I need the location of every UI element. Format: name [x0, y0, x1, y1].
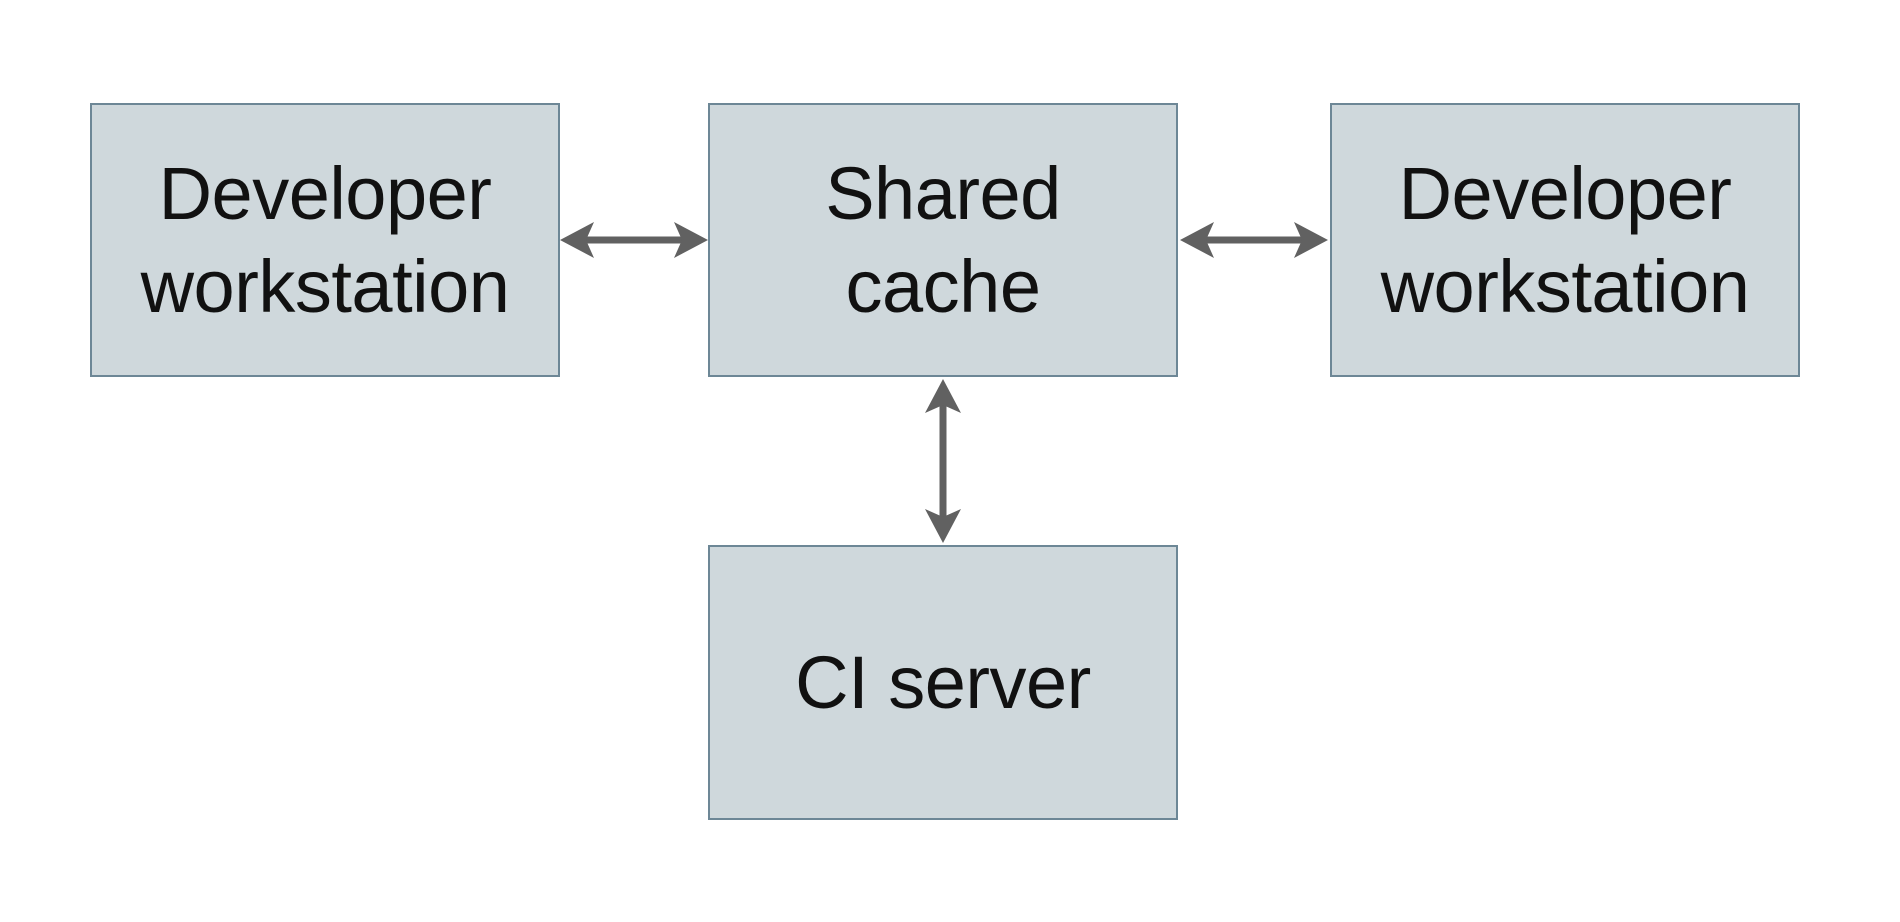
node-label-line: cache [845, 245, 1041, 328]
arrowhead-right-icon [674, 222, 708, 258]
node-label-line: Developer [1398, 152, 1732, 235]
arrowhead-down-icon [925, 509, 961, 543]
node-label-line: Shared [825, 152, 1061, 235]
arrowhead-right-icon [1294, 222, 1328, 258]
node-ci-server: CI server [708, 545, 1178, 820]
node-label-line: workstation [1380, 245, 1750, 328]
node-label-line: workstation [140, 245, 510, 328]
node-developer-workstation-left: Developer workstation [90, 103, 560, 377]
arrowhead-up-icon [925, 379, 961, 413]
node-label-line: Developer [158, 152, 492, 235]
node-shared-cache: Shared cache [708, 103, 1178, 377]
bidirectional-arrow-cache-right-workstation [1180, 222, 1328, 258]
arrowhead-left-icon [560, 222, 594, 258]
node-label-line: CI server [795, 641, 1091, 724]
arrowhead-left-icon [1180, 222, 1214, 258]
node-developer-workstation-right: Developer workstation [1330, 103, 1800, 377]
bidirectional-arrow-left-workstation-cache [560, 222, 708, 258]
bidirectional-arrow-cache-ci-server [925, 379, 961, 543]
